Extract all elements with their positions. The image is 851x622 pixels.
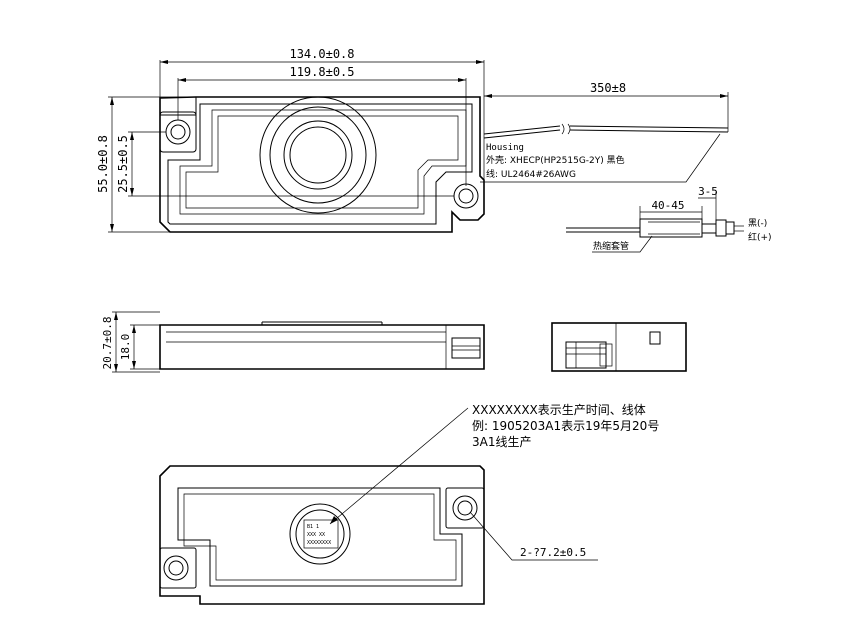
dim-thickness-total: 20.7±0.8 xyxy=(101,317,114,370)
label-wire-spec: 线: UL2464#26AWG xyxy=(486,168,576,180)
dim-cable-length: 350±8 xyxy=(590,81,626,95)
end-view xyxy=(551,322,687,372)
note-line2: 例: 1905203A1表示19年5月20号 xyxy=(472,419,659,433)
label-wire-black: 黑(-) xyxy=(748,218,767,229)
label-wire-red: 红(+) xyxy=(748,231,772,243)
connector-detail xyxy=(566,192,744,253)
label-mark-line2: XXX XX xyxy=(307,532,325,538)
label-heat-shrink: 热缩套管 xyxy=(593,240,629,252)
dim-overall-length: 134.0±0.8 xyxy=(289,47,354,61)
dim-sleeve-length: 40-45 xyxy=(651,199,684,212)
label-housing: Housing xyxy=(486,143,524,153)
label-mark-line1: B1 1 xyxy=(307,524,319,530)
side-view xyxy=(112,311,485,373)
dim-hole-vertical: 25.5±0.5 xyxy=(116,135,130,193)
label-housing-material: 外壳: XHECP(HP2515G-2Y) 黑色 xyxy=(486,154,625,166)
bottom-view xyxy=(159,407,598,605)
note-line3: 3A1线生产 xyxy=(472,435,531,449)
dim-hole-spacing: 119.8±0.5 xyxy=(289,65,354,79)
top-view xyxy=(108,60,729,233)
dim-thickness-body: 18.0 xyxy=(119,334,132,361)
note-line1: XXXXXXXX表示生产时间、线体 xyxy=(472,403,646,417)
dim-overall-height: 55.0±0.8 xyxy=(96,135,110,193)
dim-mount-holes: 2-?7.2±0.5 xyxy=(520,546,586,559)
label-mark-line3: XXXXXXXX xyxy=(307,540,331,546)
dim-connector-tip: 3-5 xyxy=(698,185,718,198)
